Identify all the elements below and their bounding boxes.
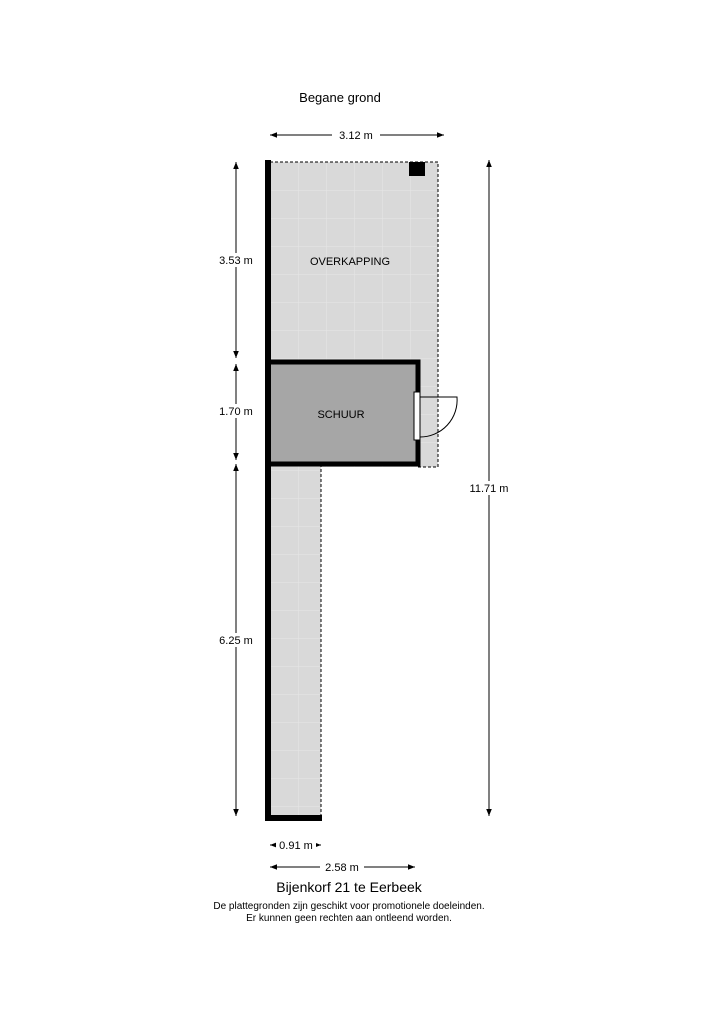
address-title: Bijenkorf 21 te Eerbeek [276,879,422,895]
room-label-overkapping: OVERKAPPING [310,256,390,268]
dim-left-schuur: 1.70 m [219,406,253,418]
dim-top-width: 3.12 m [339,130,373,142]
disclaimer-line-2: Er kunnen geen rechten aan ontleend word… [246,913,452,924]
overkapping-outline [270,161,439,468]
left-wall [265,160,271,821]
room-label-schuur: SCHUUR [317,409,364,421]
bottom-wall [265,815,322,821]
corner-post [409,162,425,176]
floor-title: Begane grond [299,90,381,105]
dim-bottom-path-width: 0.91 m [279,840,313,852]
dim-right-total: 11.71 m [470,483,509,495]
schuur-door-swing [419,396,458,438]
schuur-door-frame [413,391,421,441]
schuur-area [268,362,418,464]
dim-left-path: 6.25 m [219,635,253,647]
dim-left-overkapping: 3.53 m [219,255,253,267]
dim-bottom-schuur-width: 2.58 m [325,862,359,874]
disclaimer-line-1: De plattegronden zijn geschikt voor prom… [213,901,485,912]
schuur-walls [268,359,421,467]
garden-path-area [270,464,321,818]
